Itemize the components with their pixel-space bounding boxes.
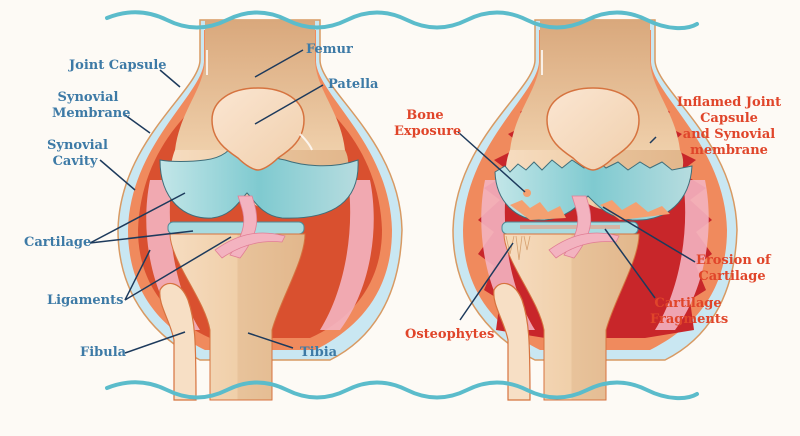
label-synovial-membrane: Synovial Membrane	[52, 90, 131, 122]
label-erosion-line2: Cartilage	[698, 269, 766, 284]
label-synovial-membrane-line1: Synovial	[57, 90, 119, 105]
label-synovial-membrane-line2: Membrane	[52, 106, 131, 121]
label-cartilage-fragments: Cartilage Fragments	[650, 296, 729, 328]
skin-wave-bottom	[105, 380, 699, 401]
label-inflamed-line4: membrane	[690, 143, 768, 158]
label-bone-exposure: Bone Exposure	[394, 108, 462, 140]
label-tibia: Tibia	[300, 345, 338, 360]
label-inflamed-joint-capsule: Inflamed Joint Capsule and Synovial memb…	[674, 95, 784, 159]
label-bone-exposure-line1: Bone	[406, 108, 444, 123]
label-erosion-of-cartilage: Erosion of Cartilage	[696, 253, 771, 285]
skin-wave-top	[105, 10, 699, 31]
healthy-knee	[117, 19, 403, 401]
label-joint-capsule: Joint Capsule	[69, 58, 167, 73]
label-synovial-cavity-line1: Synovial	[47, 138, 108, 153]
label-fragments-line1: Cartilage	[654, 296, 722, 311]
label-ligaments: Ligaments	[47, 293, 124, 308]
label-fragments-line2: Fragments	[650, 312, 729, 327]
label-osteophytes: Osteophytes	[405, 327, 495, 342]
label-inflamed-line3: and Synovial	[682, 127, 776, 142]
label-erosion-line1: Erosion of	[696, 253, 771, 268]
label-fibula: Fibula	[80, 345, 127, 360]
label-inflamed-line1: Inflamed Joint	[676, 95, 782, 110]
label-femur: Femur	[306, 42, 353, 57]
label-inflamed-line2: Capsule	[700, 111, 758, 126]
label-patella: Patella	[328, 77, 379, 92]
leader-lines	[89, 49, 696, 354]
label-bone-exposure-line2: Exposure	[394, 124, 462, 139]
label-synovial-cavity: Synovial Cavity	[47, 138, 108, 170]
label-synovial-cavity-line2: Cavity	[52, 154, 98, 169]
arthritic-knee	[452, 19, 738, 401]
label-cartilage: Cartilage	[24, 235, 92, 250]
